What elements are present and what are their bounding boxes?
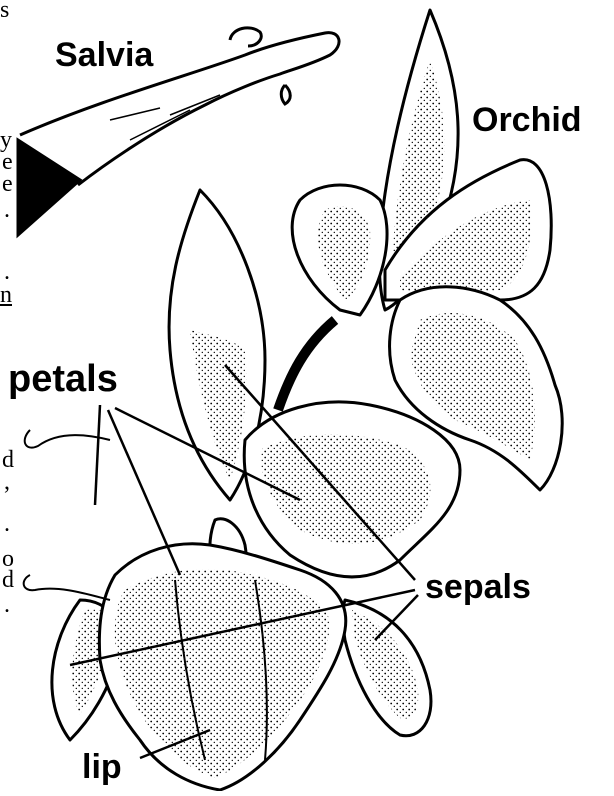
- orchid-label: Orchid: [472, 103, 582, 137]
- salvia-anther: [230, 28, 261, 46]
- petals-leader-1: [95, 405, 100, 505]
- petals-label: petals: [8, 360, 118, 398]
- edge-text-0: s: [0, 0, 9, 22]
- edge-text-12: .: [4, 593, 10, 617]
- edge-text-6: n: [0, 283, 12, 307]
- lip-label: lip: [82, 750, 122, 784]
- orchid-stem: [278, 320, 335, 410]
- edge-text-5: .: [4, 260, 10, 284]
- salvia-stigma: [281, 85, 290, 104]
- edge-text-3: e: [2, 172, 13, 196]
- edge-text-11: d: [2, 568, 14, 592]
- edge-text-8: ,: [4, 470, 10, 494]
- salvia-label: Salvia: [55, 38, 153, 72]
- sepals-label: sepals: [425, 570, 531, 604]
- edge-text-9: .: [4, 512, 10, 536]
- edge-text-4: .: [4, 198, 10, 222]
